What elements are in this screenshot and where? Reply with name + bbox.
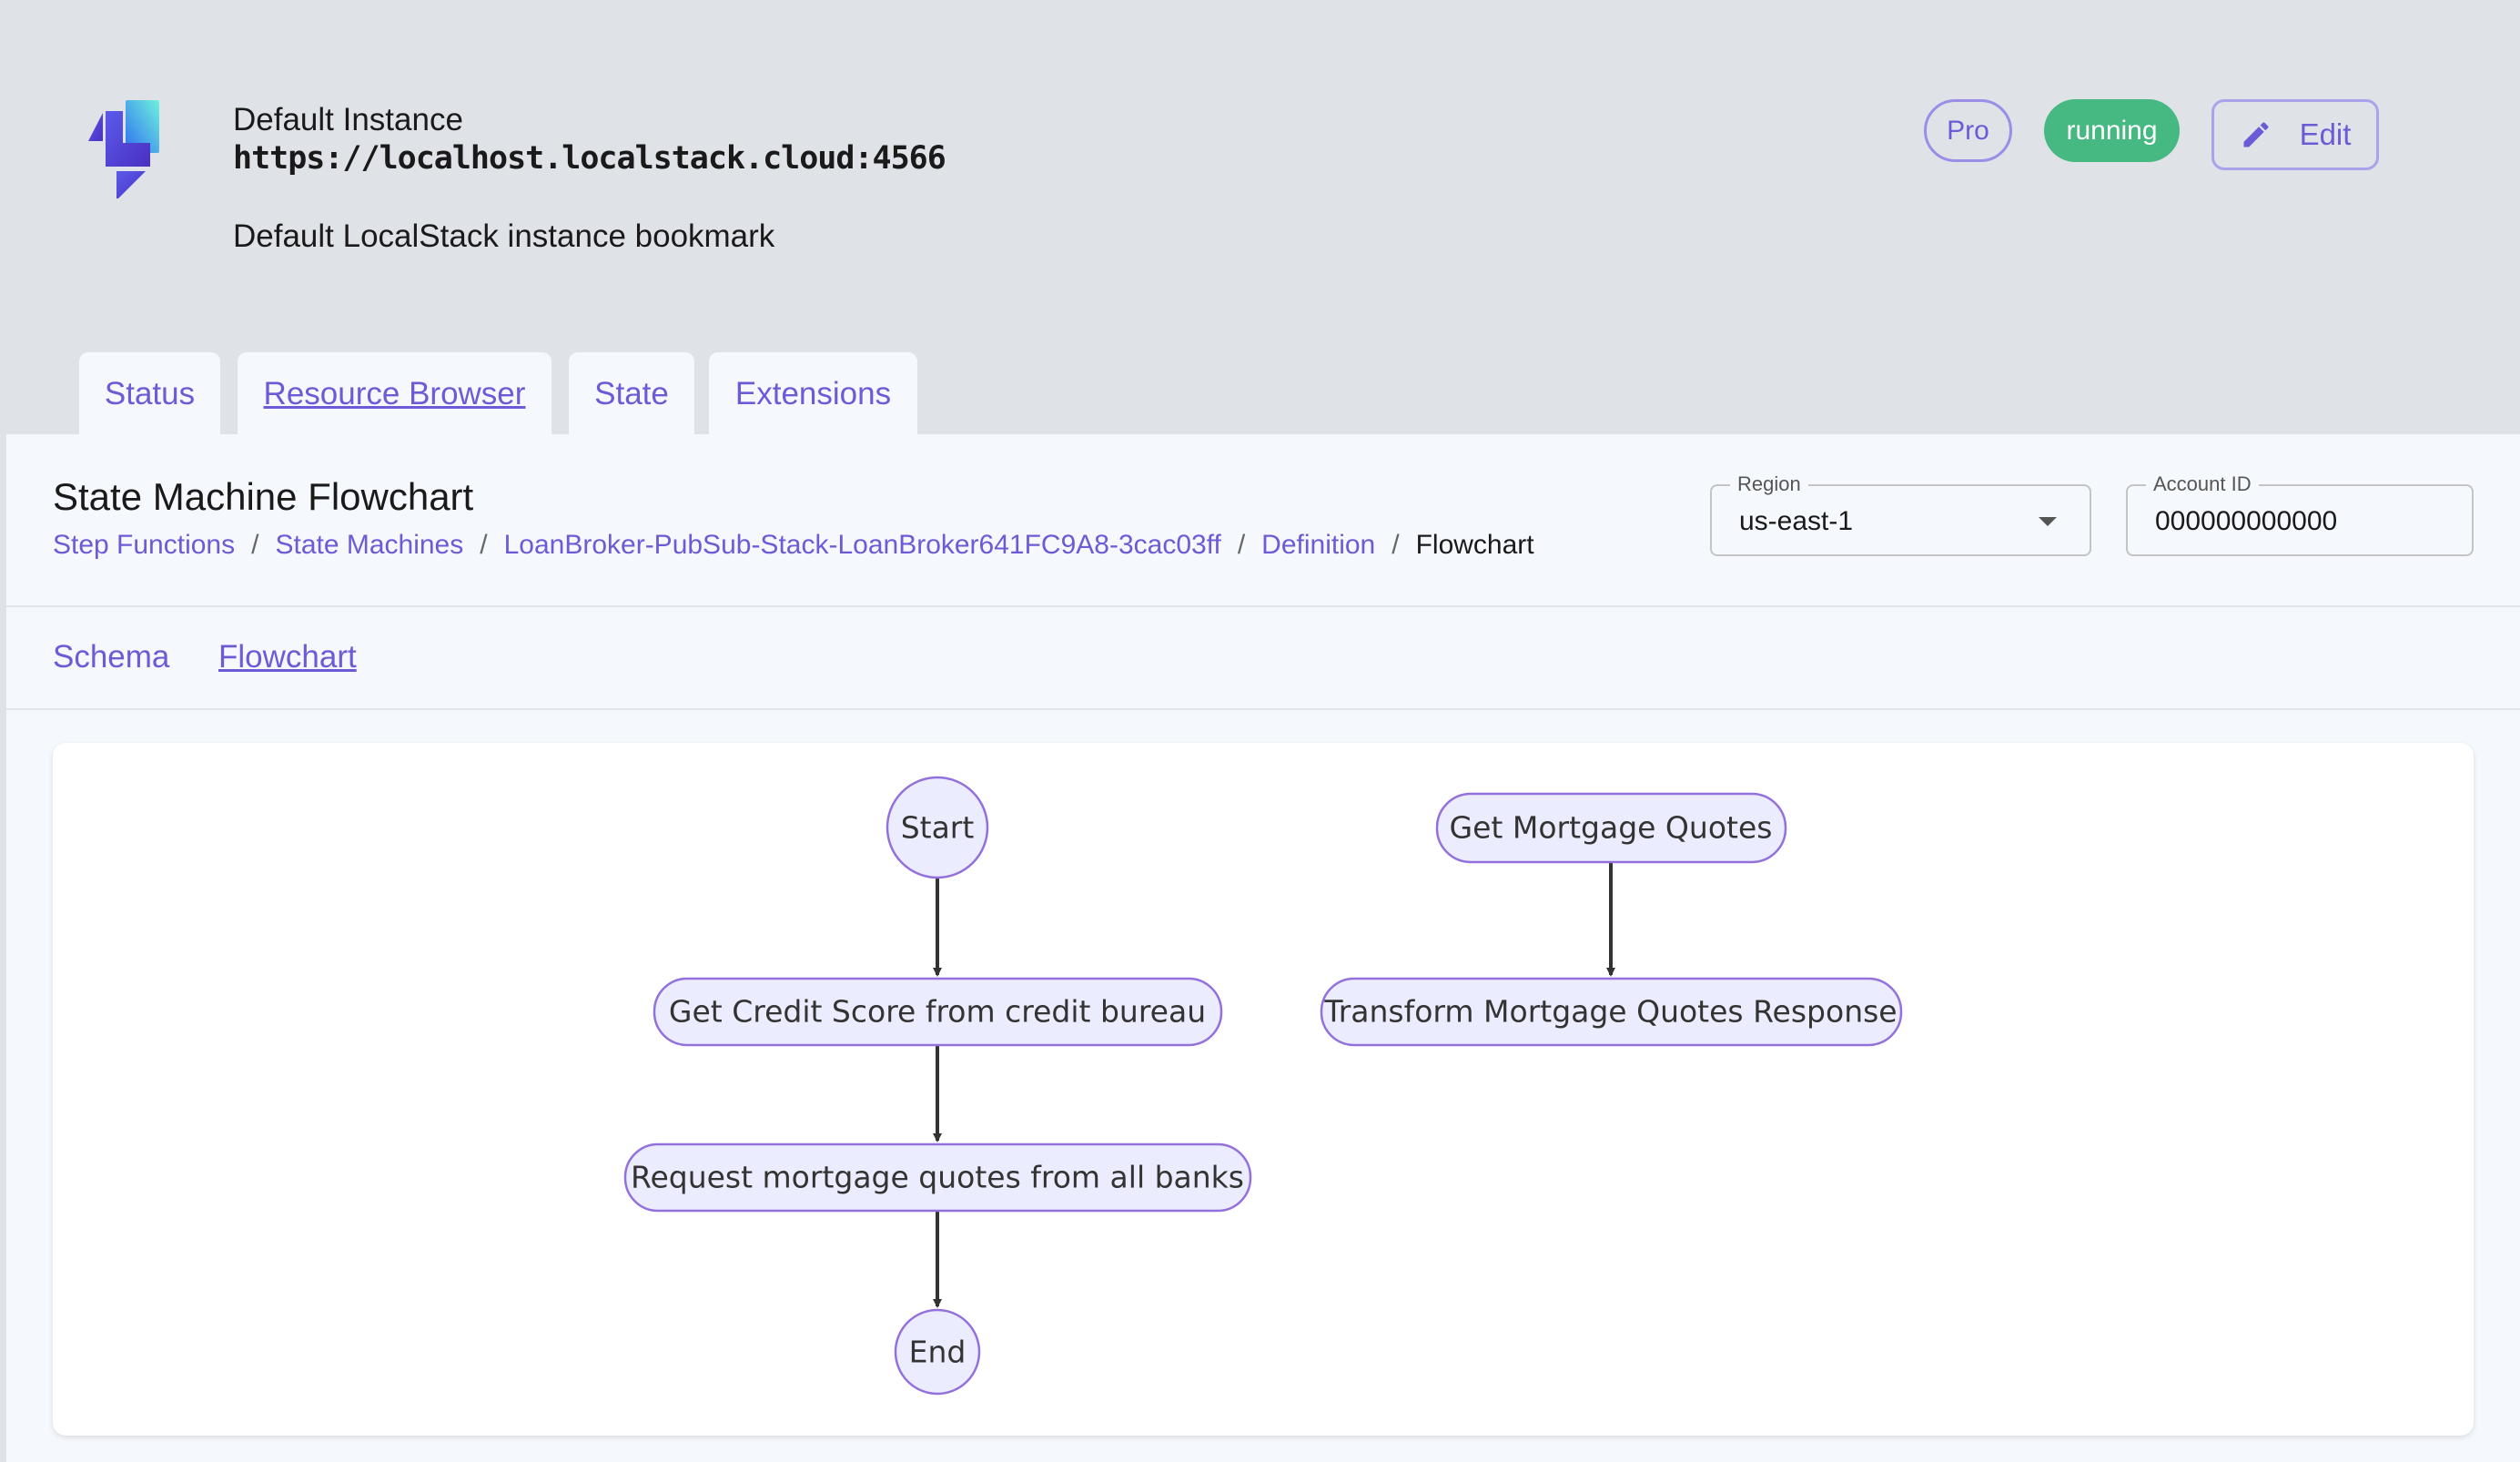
tab-label: Resource Browser: [263, 376, 526, 411]
instance-url[interactable]: https://localhost.localstack.cloud:4566: [233, 140, 946, 177]
tab-label: Extensions: [734, 376, 892, 411]
breadcrumb-separator: /: [1237, 530, 1246, 560]
tab-label: State: [594, 376, 669, 411]
region-select[interactable]: Region us-east-1: [1710, 472, 2091, 556]
breadcrumb-current: Flowchart: [1415, 530, 1534, 560]
dropdown-caret-icon: [2039, 517, 2057, 526]
edit-button[interactable]: Edit: [2211, 99, 2379, 170]
node-transform[interactable]: [1320, 977, 1903, 1047]
edit-label: Edit: [2299, 117, 2352, 151]
page-title: State Machine Flowchart: [53, 475, 474, 518]
breadcrumb-separator: /: [480, 530, 488, 560]
node-credit-label: Get Credit Score from credit bureau: [669, 994, 1206, 1030]
breadcrumb-state-machines[interactable]: State Machines: [275, 530, 464, 560]
node-start-label: Start: [901, 810, 975, 846]
instance-name: Default Instance: [233, 102, 463, 137]
node-quotes[interactable]: [1435, 792, 1787, 864]
breadcrumb-separator: /: [251, 530, 259, 560]
flowchart-card: [53, 743, 2474, 1436]
subtab-flowchart[interactable]: Flowchart: [218, 639, 357, 675]
node-start[interactable]: [886, 776, 989, 879]
tab-resource-browser[interactable]: Resource Browser: [238, 352, 552, 436]
node-request[interactable]: [623, 1142, 1252, 1213]
node-quotes-label: Get Mortgage Quotes: [1450, 810, 1773, 846]
divider: [6, 708, 2520, 710]
localstack-logo: [88, 100, 159, 198]
pencil-icon: [2243, 122, 2269, 147]
tab-status[interactable]: Status: [79, 352, 220, 436]
node-credit[interactable]: [653, 977, 1223, 1047]
node-request-label: Request mortgage quotes from all banks: [631, 1160, 1244, 1195]
status-badge: running: [2044, 99, 2180, 162]
region-label: Region: [1730, 472, 1808, 496]
instance-description: Default LocalStack instance bookmark: [233, 218, 775, 254]
account-id-value: 000000000000: [2155, 506, 2338, 536]
node-end[interactable]: [894, 1308, 981, 1396]
node-transform-label: Transform Mortgage Quotes Response: [1323, 994, 1897, 1030]
breadcrumb-state-machine[interactable]: LoanBroker-PubSub-Stack-LoanBroker641FC9…: [503, 530, 1221, 560]
account-id-field[interactable]: Account ID 000000000000: [2126, 472, 2474, 556]
breadcrumb: Step Functions / State Machines / LoanBrok…: [53, 530, 1534, 561]
region-value: us-east-1: [1739, 506, 1854, 536]
account-id-label: Account ID: [2146, 472, 2259, 496]
tab-state[interactable]: State: [569, 352, 694, 436]
breadcrumb-step-functions[interactable]: Step Functions: [53, 530, 236, 560]
tab-extensions[interactable]: Extensions: [709, 352, 917, 436]
subtab-schema[interactable]: Schema: [53, 639, 170, 675]
breadcrumb-separator: /: [1392, 530, 1400, 560]
divider: [6, 605, 2520, 607]
node-end-label: End: [909, 1335, 967, 1370]
pro-badge: Pro: [1924, 99, 2012, 162]
tab-label: Status: [104, 376, 196, 411]
breadcrumb-definition[interactable]: Definition: [1261, 530, 1376, 560]
